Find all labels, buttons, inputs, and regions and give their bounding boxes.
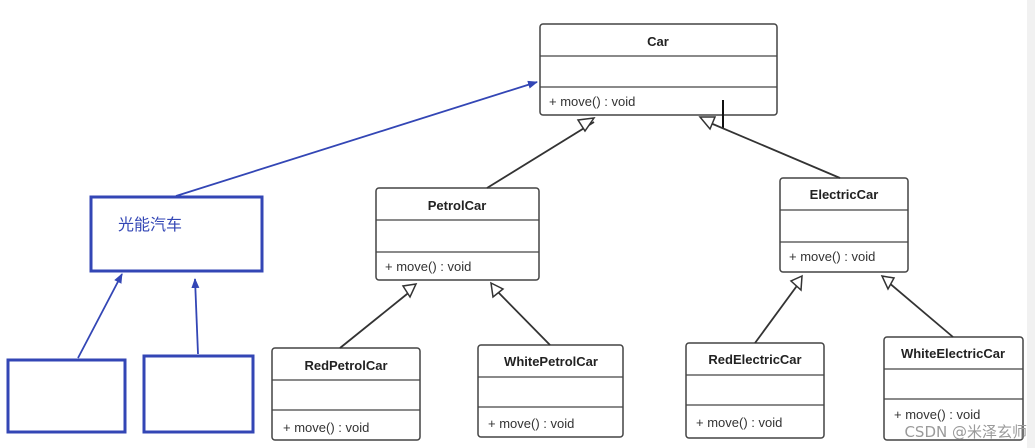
class-redelectriccar[interactable]: RedElectricCar + move() : void <box>685 342 825 439</box>
class-car-method: + move() : void <box>549 94 635 109</box>
solar-car-label: 光能汽车 <box>118 216 182 234</box>
edge-whitepetrolcar-to-petrolcar <box>495 289 551 346</box>
edge-blank-right-to-solar-car <box>191 278 200 355</box>
inheritance-head-electriccar-car <box>698 116 717 131</box>
blank-box-right[interactable] <box>142 354 255 434</box>
class-whiteelectriccar[interactable]: WhiteElectricCar + move() : void <box>883 336 1024 441</box>
class-redelectriccar-name: RedElectricCar <box>708 352 801 367</box>
blank-box-left[interactable] <box>6 358 127 434</box>
class-petrolcar-name: PetrolCar <box>428 198 487 213</box>
class-whiteelectriccar-name: WhiteElectricCar <box>901 346 1005 361</box>
class-whitepetrolcar-name: WhitePetrolCar <box>504 354 598 369</box>
solar-car-box[interactable]: 光能汽车 <box>89 195 264 273</box>
class-redpetrolcar-method: + move() : void <box>283 420 369 435</box>
edge-blank-left-to-solar-car <box>77 273 123 359</box>
inheritance-head-redpetrol <box>401 283 418 299</box>
inheritance-head-redelectric <box>789 274 803 292</box>
edge-redpetrolcar-to-petrolcar <box>339 289 413 349</box>
watermark: CSDN @米泽玄师 <box>904 423 1027 441</box>
edge-redelectriccar-to-electriccar <box>754 282 800 344</box>
class-electriccar-name: ElectricCar <box>810 187 879 202</box>
edge-electriccar-to-car <box>707 121 841 179</box>
class-redpetrolcar[interactable]: RedPetrolCar + move() : void <box>271 347 421 441</box>
class-petrolcar[interactable]: PetrolCar + move() : void <box>375 187 540 281</box>
class-redelectriccar-method: + move() : void <box>696 415 782 430</box>
class-electriccar[interactable]: ElectricCar + move() : void <box>779 177 909 273</box>
class-car-name: Car <box>647 34 669 49</box>
inheritance-head-whiteelectric <box>880 275 896 291</box>
class-redpetrolcar-name: RedPetrolCar <box>304 358 387 373</box>
class-petrolcar-method: + move() : void <box>385 259 471 274</box>
edge-whiteelectriccar-to-electriccar <box>887 281 954 338</box>
inheritance-head-whitepetrol <box>490 281 505 299</box>
inheritance-head-petrolcar-car <box>576 117 596 133</box>
class-whitepetrolcar-method: + move() : void <box>488 416 574 431</box>
edge-petrolcar-to-car <box>486 121 595 189</box>
class-electriccar-method: + move() : void <box>789 249 875 264</box>
edge-strip <box>1027 0 1035 448</box>
edge-solar-car-to-car <box>175 80 538 197</box>
class-whitepetrolcar[interactable]: WhitePetrolCar + move() : void <box>477 344 624 438</box>
class-car[interactable]: Car + move() : void <box>539 23 778 116</box>
inheritance-edges <box>339 116 954 349</box>
class-whiteelectriccar-method: + move() : void <box>894 407 980 422</box>
